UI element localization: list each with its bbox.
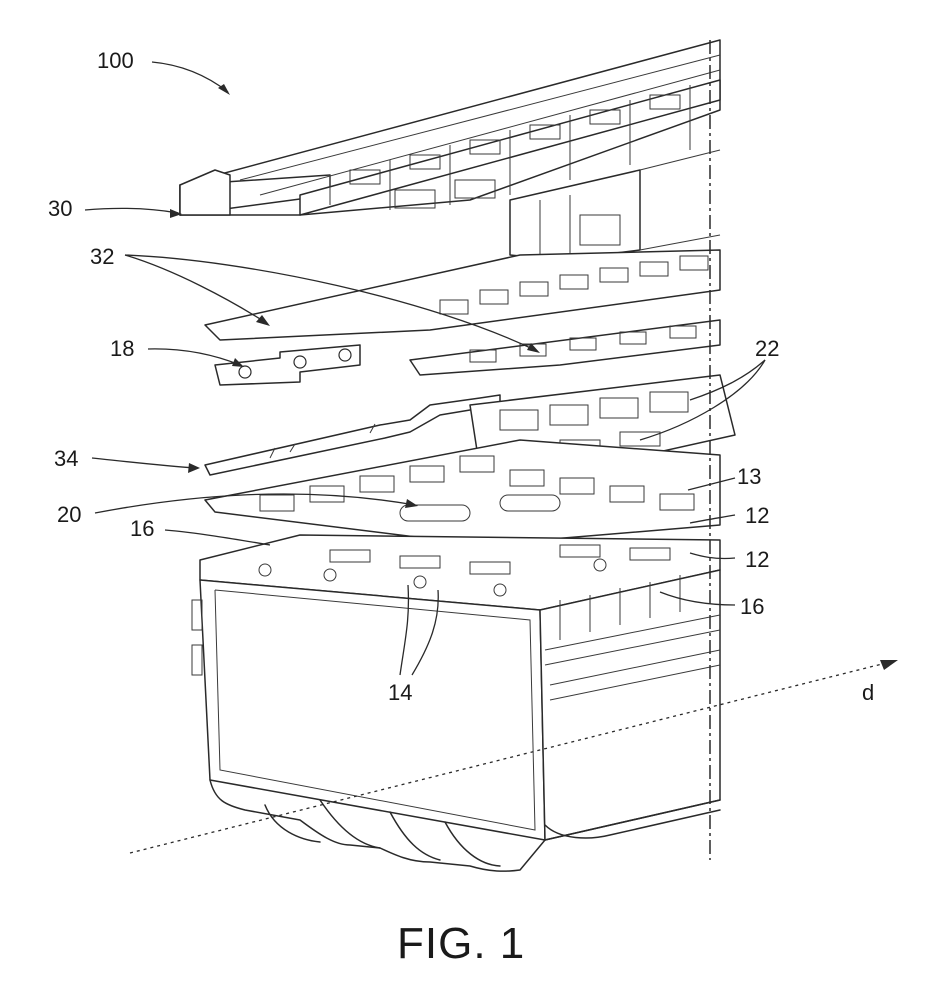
ref-18: 18 <box>110 336 134 361</box>
ref-14: 14 <box>388 680 412 705</box>
top-frame-30 <box>180 40 720 260</box>
figure-caption: FIG. 1 <box>397 919 525 968</box>
ref-16-left: 16 <box>130 516 154 541</box>
ref-20: 20 <box>57 502 81 527</box>
ref-30: 30 <box>48 196 72 221</box>
direction-arrowhead <box>880 660 898 670</box>
cell-housing <box>192 535 720 871</box>
ref-12-upper: 12 <box>745 503 769 528</box>
ref-12-lower: 12 <box>745 547 769 572</box>
ref-16-right: 16 <box>740 594 764 619</box>
ref-100: 100 <box>97 48 134 73</box>
ref-d: d <box>862 680 874 705</box>
ref-13: 13 <box>737 464 761 489</box>
ref-32: 32 <box>90 244 114 269</box>
ref-34: 34 <box>54 446 78 471</box>
ref-22: 22 <box>755 336 779 361</box>
